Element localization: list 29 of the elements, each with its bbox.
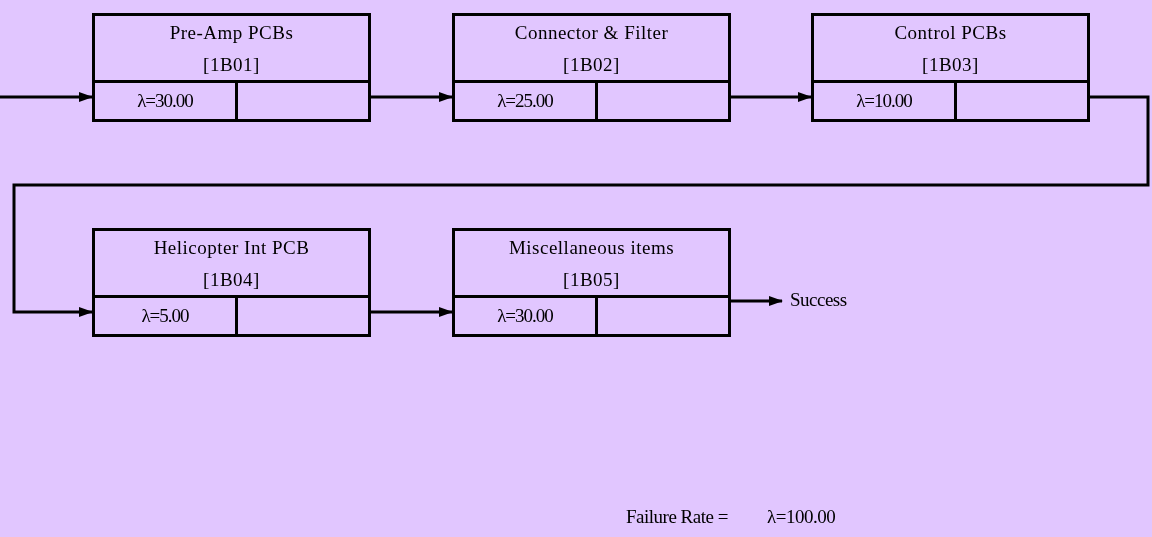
arrow <box>0 92 93 102</box>
component-name: Pre-Amp PCBs <box>168 22 295 44</box>
component-code: [1B01] <box>202 54 261 76</box>
component-block <box>452 13 731 122</box>
component-name: Connector & Filter <box>513 22 670 44</box>
component-name: Control PCBs <box>893 22 1008 44</box>
arrow <box>371 307 453 317</box>
arrow <box>731 296 783 306</box>
component-block <box>92 228 371 337</box>
failure-rate-value: λ=30.00 <box>137 90 193 112</box>
failure-rate-value: λ=30.00 <box>497 305 553 327</box>
failure-rate-value: λ=10.00 <box>856 90 912 112</box>
total-label: Failure Rate = <box>626 506 728 528</box>
arrow <box>731 92 812 102</box>
component-code: [1B05] <box>562 269 621 291</box>
total-value: λ=100.00 <box>767 506 836 528</box>
component-code: [1B04] <box>202 269 261 291</box>
failure-rate-value: λ=25.00 <box>497 90 553 112</box>
component-code: [1B02] <box>562 54 621 76</box>
component-block <box>92 13 371 122</box>
component-name: Miscellaneous items <box>507 237 676 259</box>
component-name: Helicopter Int PCB <box>152 237 311 259</box>
arrow <box>371 92 453 102</box>
failure-rate-value: λ=5.00 <box>141 305 189 327</box>
component-block <box>811 13 1090 122</box>
component-block <box>452 228 731 337</box>
arrow <box>12 95 1150 317</box>
end-label: Success <box>790 289 847 311</box>
component-code: [1B03] <box>921 54 980 76</box>
